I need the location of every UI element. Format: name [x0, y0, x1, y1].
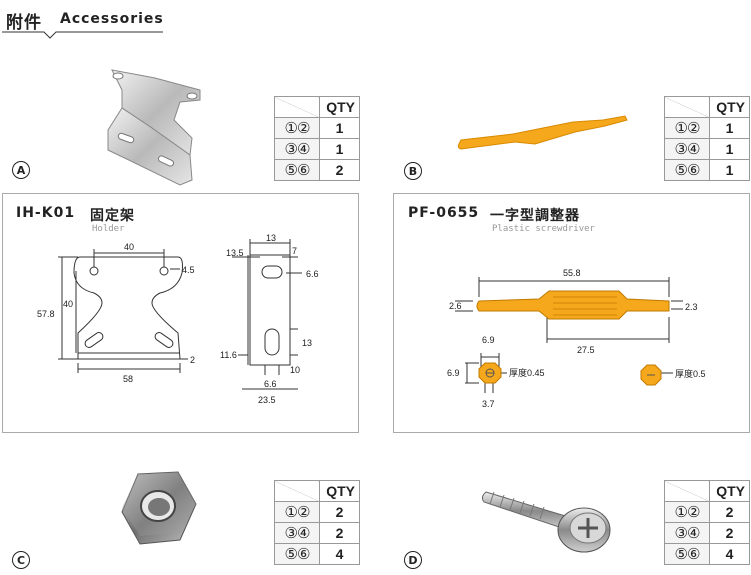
dim-11-6: 11.6: [220, 350, 237, 360]
dim-2-3: 2.3: [685, 302, 698, 312]
screw-photo: [481, 491, 611, 553]
qty-value: 2: [319, 159, 360, 181]
holder-name-en: Holder: [92, 224, 125, 234]
accessories-title-en: Accessories: [60, 11, 164, 27]
row-label: ③④: [274, 138, 320, 160]
qty-value: 2: [319, 501, 360, 523]
holder-slot-left: [84, 332, 104, 348]
qty-table-corner: [664, 480, 710, 502]
qty-header: QTY: [319, 96, 360, 118]
qty-value: 1: [319, 117, 360, 139]
row-label: ③④: [664, 522, 710, 544]
thickness-0-5: 厚度0.5: [675, 368, 706, 379]
dim-13-top: 13: [266, 233, 276, 243]
holder-model: IH-K01: [16, 205, 76, 221]
holder-side-slot-top: [261, 265, 283, 279]
screwdriver-name-cn: 一字型調整器: [490, 208, 580, 224]
qty-header: QTY: [709, 480, 750, 502]
dim-width-58: 58: [123, 374, 133, 384]
qty-table-corner: [664, 96, 710, 118]
holder-side-slot-bottom: [264, 328, 280, 356]
qty-value: 1: [709, 138, 750, 160]
holder-name-cn: 固定架: [90, 208, 135, 224]
dim-6-9-width: 6.9: [482, 335, 495, 345]
qty-value: 2: [709, 522, 750, 544]
row-label: ③④: [274, 522, 320, 544]
hex-nut-photo: [121, 471, 197, 545]
dim-height-57-8: 57.8: [37, 309, 55, 319]
qty-table-corner: [274, 96, 320, 118]
dim-width-40: 40: [124, 242, 134, 252]
dim-10: 10: [290, 365, 300, 375]
dim-thickness-2: 2: [190, 355, 195, 365]
row-label: ⑤⑥: [664, 159, 710, 181]
dim-13-5: 13.5: [226, 248, 244, 258]
qty-value: 2: [319, 522, 360, 544]
row-label: ⑤⑥: [274, 543, 320, 565]
bracket-photo: [107, 69, 201, 186]
thickness-0-45: 厚度0.45: [509, 367, 545, 378]
qty-header: QTY: [709, 96, 750, 118]
qty-header: QTY: [319, 480, 360, 502]
holder-technical-drawing: 40 4.5 57.8 40 2 58 13.5 13 7 6.6 11.6 1…: [37, 233, 319, 405]
screwdriver-profile: [476, 290, 670, 320]
dim-7: 7: [292, 246, 297, 256]
dim-6-6-top: 6.6: [306, 269, 319, 279]
dim-length-55-8: 55.8: [563, 268, 581, 278]
dim-6-6-bottom: 6.6: [264, 379, 277, 389]
row-label: ①②: [274, 117, 320, 139]
qty-value: 1: [709, 117, 750, 139]
row-label: ⑤⑥: [274, 159, 320, 181]
row-label: ⑤⑥: [664, 543, 710, 565]
header-underline: [2, 31, 163, 39]
dim-23-5: 23.5: [258, 395, 276, 405]
dim-height-40: 40: [63, 299, 73, 309]
qty-value: 4: [709, 543, 750, 565]
qty-value: 4: [319, 543, 360, 565]
item-a-letter: A: [12, 161, 30, 179]
dim-6-9-height: 6.9: [447, 368, 460, 378]
qty-table-corner: [274, 480, 320, 502]
qty-value: 1: [319, 138, 360, 160]
screwdriver-photo: [457, 115, 628, 150]
screwdriver-technical-drawing: 55.8 2.6 2.3 27.5 6.9 6.9 3.7 厚度0.45 厚度0…: [447, 268, 706, 409]
item-b-letter: B: [404, 162, 422, 180]
holder-side-outline: [249, 254, 291, 366]
item-c-letter: C: [12, 551, 30, 569]
dim-3-7: 3.7: [482, 399, 495, 409]
dim-hole-4-5: 4.5: [182, 265, 195, 275]
accessories-title-cn: 附件: [6, 13, 42, 33]
holder-hole-right: [159, 266, 169, 276]
row-label: ①②: [274, 501, 320, 523]
row-label: ③④: [664, 138, 710, 160]
row-label: ①②: [664, 501, 710, 523]
holder-slot-right: [154, 332, 174, 348]
qty-value: 1: [709, 159, 750, 181]
item-d-letter: D: [404, 551, 422, 569]
screwdriver-name-en: Plastic screwdriver: [492, 224, 595, 234]
dim-13-right: 13: [302, 338, 312, 348]
dim-2-6: 2.6: [449, 301, 462, 311]
holder-hole-left: [89, 266, 99, 276]
screwdriver-model: PF-0655: [408, 205, 480, 221]
dim-27-5: 27.5: [577, 345, 595, 355]
row-label: ①②: [664, 117, 710, 139]
qty-value: 2: [709, 501, 750, 523]
